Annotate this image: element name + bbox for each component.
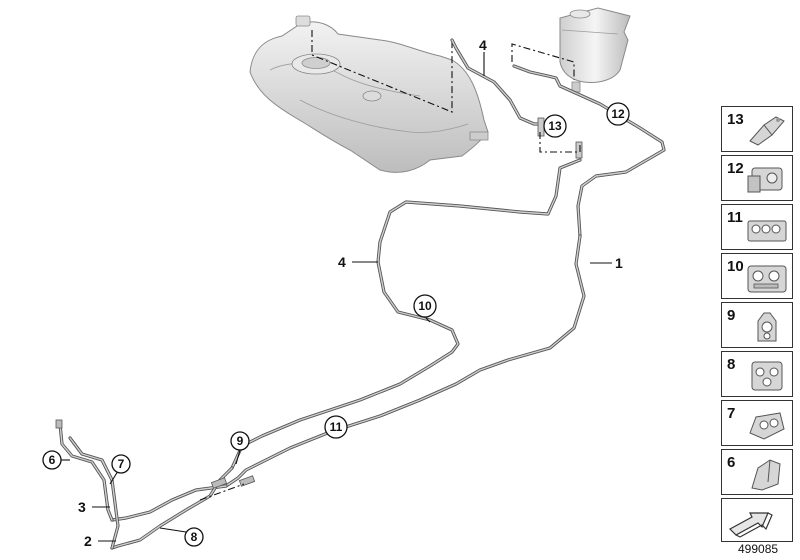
legend-item-7: 7 bbox=[721, 400, 793, 446]
charcoal-canister bbox=[559, 7, 631, 93]
legend-num: 13 bbox=[727, 111, 744, 128]
clip-10-icon bbox=[747, 265, 787, 293]
pipe-12-upper-line bbox=[512, 64, 666, 238]
clip-13-connection-line bbox=[539, 132, 581, 153]
svg-text:4: 4 bbox=[479, 37, 487, 53]
svg-text:9: 9 bbox=[237, 434, 244, 448]
clip-legend: 13 12 11 10 9 bbox=[721, 106, 793, 542]
callout-3: 3 bbox=[78, 499, 110, 515]
clip-8-icon bbox=[751, 361, 783, 391]
legend-item-11: 11 bbox=[721, 204, 793, 250]
legend-item-12: 12 bbox=[721, 155, 793, 201]
svg-text:2: 2 bbox=[84, 533, 92, 549]
pipe-4-line bbox=[450, 38, 546, 126]
clip-6-icon bbox=[751, 459, 781, 491]
legend-num: 8 bbox=[727, 356, 736, 373]
orientation-arrow bbox=[721, 498, 793, 542]
clip-9-icon bbox=[757, 312, 777, 342]
document-id: 499085 bbox=[738, 542, 779, 556]
fuel-tank bbox=[249, 15, 489, 173]
tank-connection-line bbox=[311, 30, 453, 113]
callout-1: 1 bbox=[590, 255, 623, 271]
svg-text:6: 6 bbox=[49, 453, 56, 467]
svg-text:13: 13 bbox=[548, 119, 562, 133]
legend-num: 6 bbox=[727, 454, 736, 471]
callout-12: 12 bbox=[606, 102, 630, 126]
legend-num: 10 bbox=[727, 258, 744, 275]
svg-text:8: 8 bbox=[191, 530, 198, 544]
svg-text:3: 3 bbox=[78, 499, 86, 515]
clip-13-icon bbox=[749, 116, 785, 146]
callout-4-left: 4 bbox=[338, 254, 378, 270]
svg-text:10: 10 bbox=[418, 299, 432, 313]
pipe-lower-lines bbox=[58, 422, 234, 550]
legend-item-6: 6 bbox=[721, 449, 793, 495]
legend-item-9: 9 bbox=[721, 302, 793, 348]
callout-13: 13 bbox=[543, 114, 567, 138]
svg-text:1: 1 bbox=[615, 255, 623, 271]
direction-arrow-icon bbox=[729, 512, 773, 538]
callout-9: 9 bbox=[230, 431, 250, 465]
legend-item-8: 8 bbox=[721, 351, 793, 397]
legend-num: 9 bbox=[727, 307, 736, 324]
svg-text:12: 12 bbox=[611, 107, 625, 121]
callout-10: 10 bbox=[413, 294, 437, 323]
pipe-4-loop bbox=[230, 158, 582, 470]
callout-6: 6 bbox=[42, 450, 70, 470]
clip-7-icon bbox=[749, 412, 785, 440]
callout-8: 8 bbox=[159, 527, 204, 547]
clip-11-icon bbox=[747, 220, 787, 242]
callout-4-top: 4 bbox=[479, 37, 487, 76]
canister-connection-line bbox=[511, 43, 575, 80]
legend-num: 11 bbox=[727, 209, 743, 226]
callout-11: 11 bbox=[324, 415, 348, 439]
callout-2: 2 bbox=[84, 533, 116, 549]
callout-7: 7 bbox=[109, 454, 131, 485]
pipe-connectors bbox=[55, 419, 256, 489]
svg-text:11: 11 bbox=[330, 420, 343, 434]
svg-text:7: 7 bbox=[118, 457, 125, 471]
pipe-1-line bbox=[224, 234, 586, 488]
legend-num: 12 bbox=[727, 160, 744, 177]
clip-12-icon bbox=[747, 167, 783, 193]
legend-item-10: 10 bbox=[721, 253, 793, 299]
svg-text:4: 4 bbox=[338, 254, 346, 270]
legend-item-13: 13 bbox=[721, 106, 793, 152]
legend-num: 7 bbox=[727, 405, 736, 422]
